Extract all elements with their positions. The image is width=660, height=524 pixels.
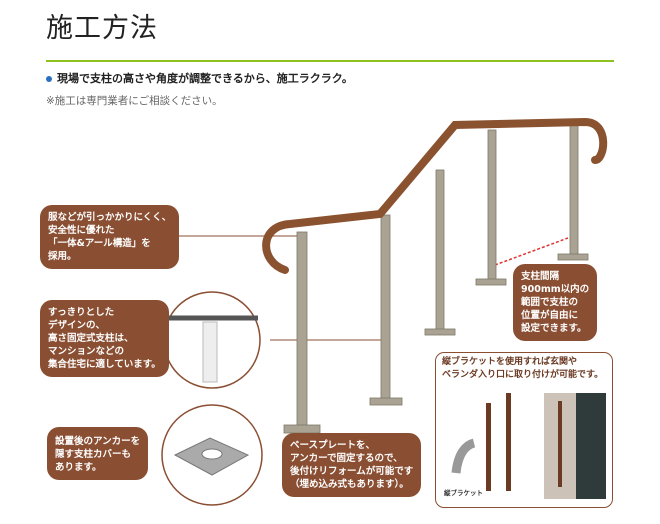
- bracket-text: 縦ブラケットを使用すれば玄関や ベランダ入り口に取り付けが可能です。: [442, 357, 604, 380]
- lead-text: 現場で支柱の高さや角度が調整できるから、施工ラクラク。: [46, 72, 353, 86]
- callout-cover: 設置後のアンカーを 隠す支柱カバーも あります。: [47, 427, 149, 480]
- spacing-arrow: [494, 237, 569, 266]
- note-text: ※施工は専門業者にご相談ください。: [46, 95, 223, 107]
- bracket-rail: [506, 393, 511, 491]
- bracket-panel: 縦ブラケットを使用すれば玄関や ベランダ入り口に取り付けが可能です。 縦ブラケッ…: [435, 352, 613, 508]
- bullet-icon: [46, 76, 52, 82]
- callout-fixed-post: すっきりとした デザインの、 高さ固定式支柱は、 マンションなどの 集合住宅に適…: [40, 300, 169, 377]
- bracket-label: 縦ブラケット: [444, 489, 483, 497]
- callout-spacing: 支柱間隔 900mm以内の 範囲で支柱の 位置が自由に 設定できます。: [513, 264, 598, 341]
- bracket-part: [451, 438, 476, 474]
- bracket-images: [451, 393, 606, 499]
- lead-label: 現場で支柱の高さや角度が調整できるから、施工ラクラク。: [57, 72, 353, 85]
- bracket-rail: [486, 403, 491, 491]
- title-divider: [46, 60, 614, 62]
- post-detail: [202, 321, 218, 383]
- callout-base-plate: ベースプレートを、 アンカーで固定するので、 後付けリフォームが可能です （埋め…: [282, 433, 422, 497]
- handrail: [262, 117, 608, 274]
- page-title: 施工方法: [46, 13, 158, 44]
- callout-sleeve: 服などが引っかかりにくく、 安全性に優れた 「一体&アール構造」を 採用。: [40, 205, 180, 269]
